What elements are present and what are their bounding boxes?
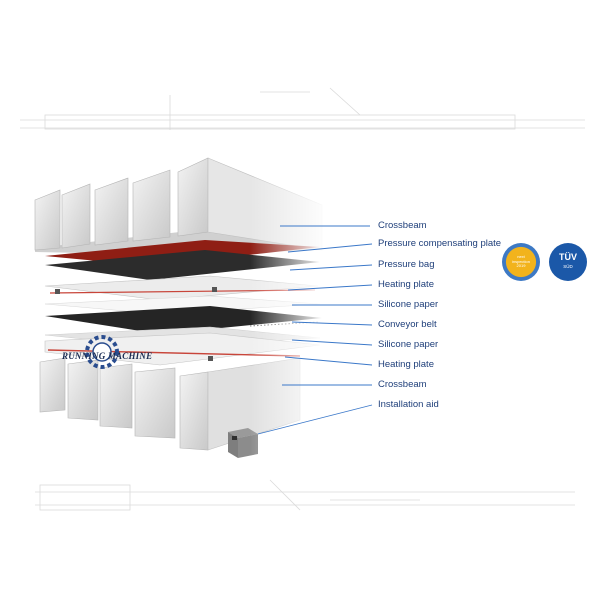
inspection-badge-line-3: 2019: [516, 263, 526, 268]
inspection-badge-line-2: inspection: [511, 258, 530, 264]
inspection-badge: next inspection 2019: [502, 243, 540, 281]
leader-line-pressure-bag: [289, 264, 373, 271]
tuv-badge-code: SÜD: [563, 264, 573, 269]
label-heating-plate-top: Heating plate: [378, 279, 434, 290]
leader-lines: [257, 225, 373, 435]
watermark-logo: RUNNING MACHINE: [62, 351, 153, 361]
label-conveyor-belt: Conveyor belt: [378, 319, 437, 330]
label-crossbeam-top: Crossbeam: [378, 220, 427, 231]
leader-line-installation-aid: [257, 404, 373, 435]
technical-drawing-bottom: [35, 479, 575, 511]
leader-line-silicone-lower: [291, 339, 373, 346]
label-heating-plate-bottom: Heating plate: [378, 359, 434, 370]
technical-drawing-top: [20, 87, 585, 130]
gear-icon: [85, 335, 119, 369]
leader-line-compensating-plate: [287, 243, 373, 253]
leader-line-heating-plate-top: [287, 284, 373, 291]
label-pressure-compensating-plate: Pressure compensating plate: [378, 238, 502, 249]
label-silicone-paper-upper: Silicone paper: [378, 299, 439, 310]
label-installation-aid: Installation aid: [378, 399, 439, 410]
tuv-badge-name: TÜV: [559, 252, 577, 262]
leader-line-conveyor-belt: [291, 321, 373, 326]
label-crossbeam-bottom: Crossbeam: [378, 379, 427, 390]
tuv-badge: TÜV SÜD: [549, 243, 587, 281]
label-pressure-bag: Pressure bag: [378, 259, 435, 270]
inspection-badge-line-1: next: [517, 254, 525, 259]
leader-line-heating-plate-bottom: [284, 356, 373, 366]
label-silicone-paper-lower: Silicone paper: [378, 339, 439, 350]
